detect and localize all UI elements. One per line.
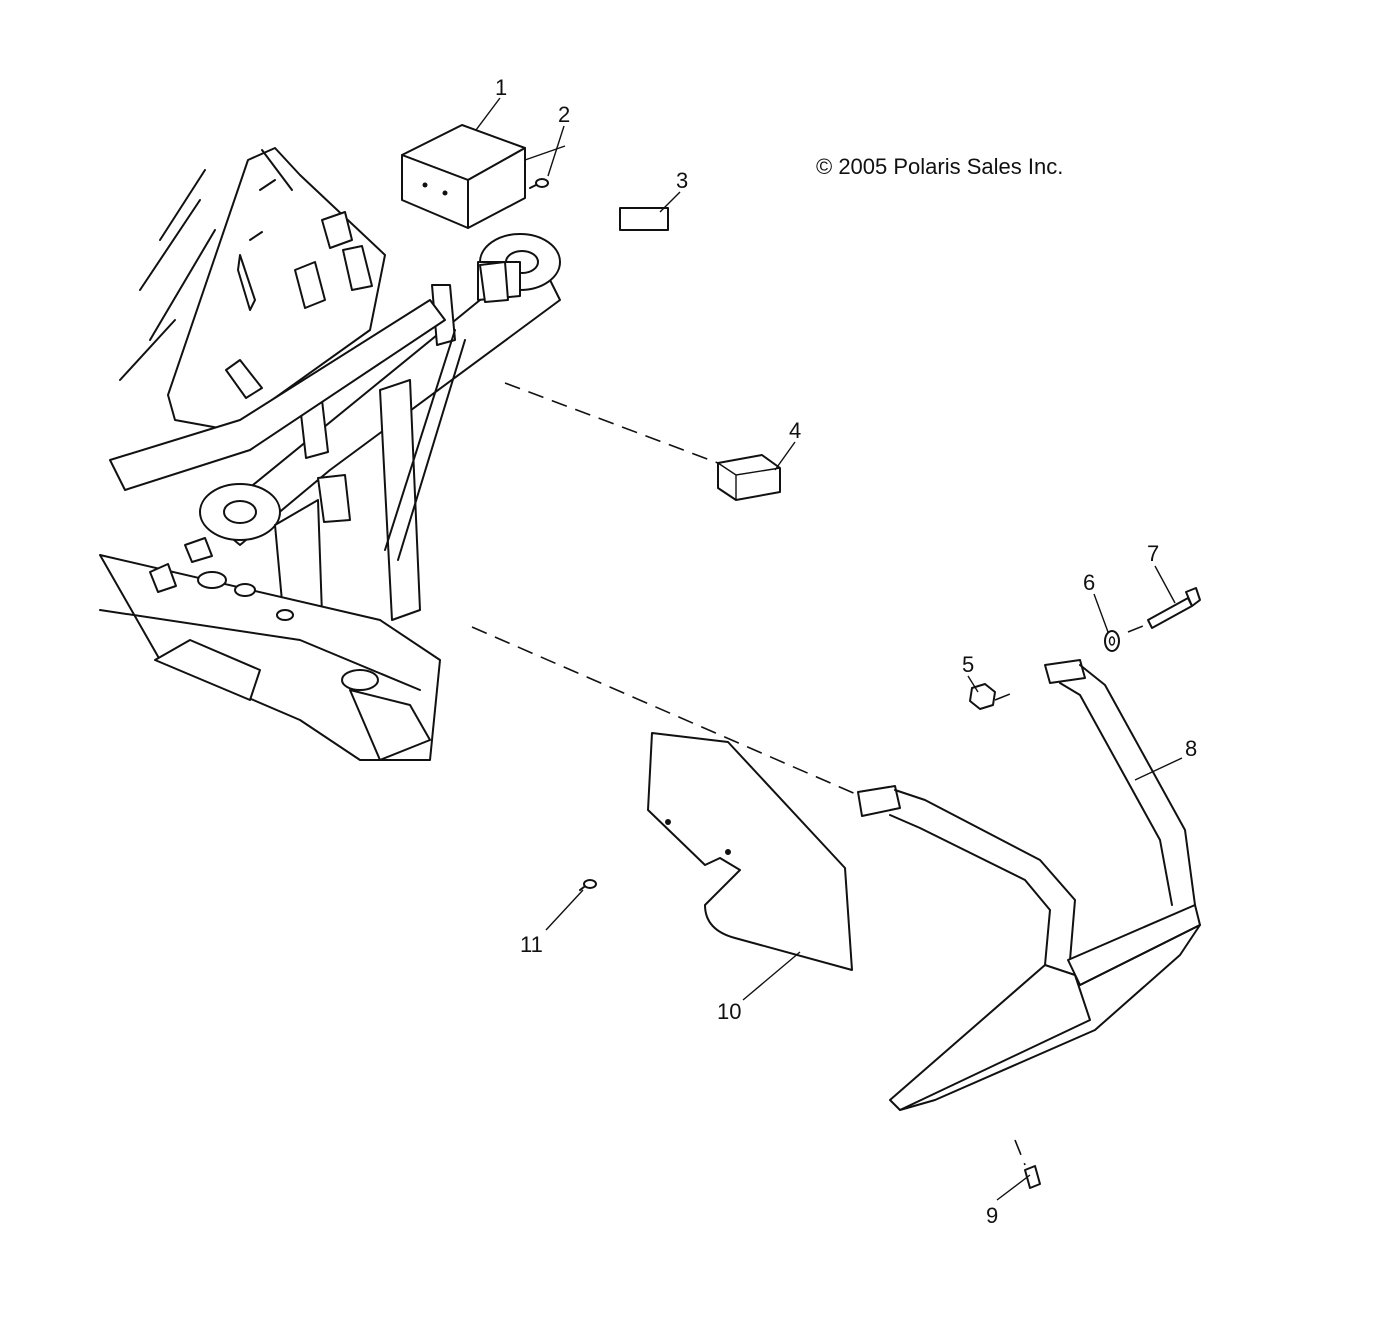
part-6-washer: [1104, 630, 1120, 652]
assembly-line-bolt-9: [1014, 1139, 1026, 1166]
callout-1: 1: [495, 75, 508, 100]
front-frame-assembly: [99, 147, 561, 761]
callout-7: 7: [1147, 541, 1160, 566]
leader-lines: [475, 97, 1183, 1201]
part-7-bolt: [1147, 587, 1201, 629]
callout-3: 3: [676, 168, 689, 193]
assembly-line-nut-5: [994, 691, 1016, 701]
part-5-nut: [969, 683, 996, 710]
part-2-screw: [529, 178, 549, 189]
callout-4: 4: [789, 418, 802, 443]
part-3-decal: [619, 207, 669, 231]
callout-11: 11: [520, 932, 543, 957]
callout-5: 5: [962, 652, 975, 677]
copyright-notice: © 2005 Polaris Sales Inc.: [816, 154, 1064, 179]
assembly-line-bolt-7: [1127, 623, 1149, 633]
part-10-skid-plate: [647, 732, 853, 971]
part-1-bracket: [401, 124, 526, 229]
assembly-line-hitch: [504, 382, 719, 464]
part-9-bolt: [1024, 1165, 1041, 1189]
part-8-bumper: [857, 659, 1201, 1111]
callout-10: 10: [717, 999, 742, 1024]
callout-9: 9: [986, 1203, 999, 1228]
callout-8: 8: [1185, 736, 1198, 761]
assembly-line-bumper: [471, 626, 859, 796]
part-11-screw: [579, 879, 597, 891]
part-4-hitch-block: [717, 454, 781, 501]
callout-2: 2: [558, 102, 571, 127]
callout-6: 6: [1083, 570, 1096, 595]
